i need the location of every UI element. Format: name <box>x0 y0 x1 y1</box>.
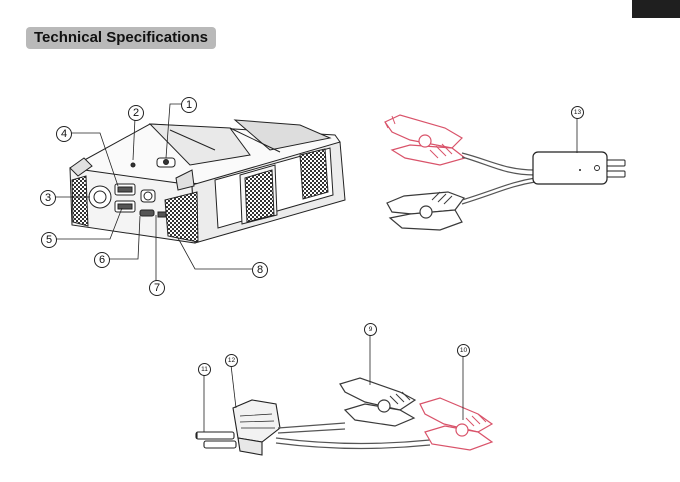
callout-1: 1 <box>181 97 197 113</box>
callout-10: 10 <box>457 344 470 357</box>
standard-clamp-cable-drawing <box>196 335 492 455</box>
callout-6: 6 <box>94 252 110 268</box>
callout-8: 8 <box>252 262 268 278</box>
callout-7: 7 <box>149 280 165 296</box>
callout-2: 2 <box>128 105 144 121</box>
smart-clamp-cable-drawing <box>385 115 625 230</box>
jump-starter-drawing <box>70 120 345 243</box>
callout-4: 4 <box>56 126 72 142</box>
callout-12: 12 <box>225 354 238 367</box>
callout-13: 13 <box>571 106 584 119</box>
callout-3: 3 <box>40 190 56 206</box>
callout-9: 9 <box>364 323 377 336</box>
callout-11: 11 <box>198 363 211 376</box>
callout-5: 5 <box>41 232 57 248</box>
